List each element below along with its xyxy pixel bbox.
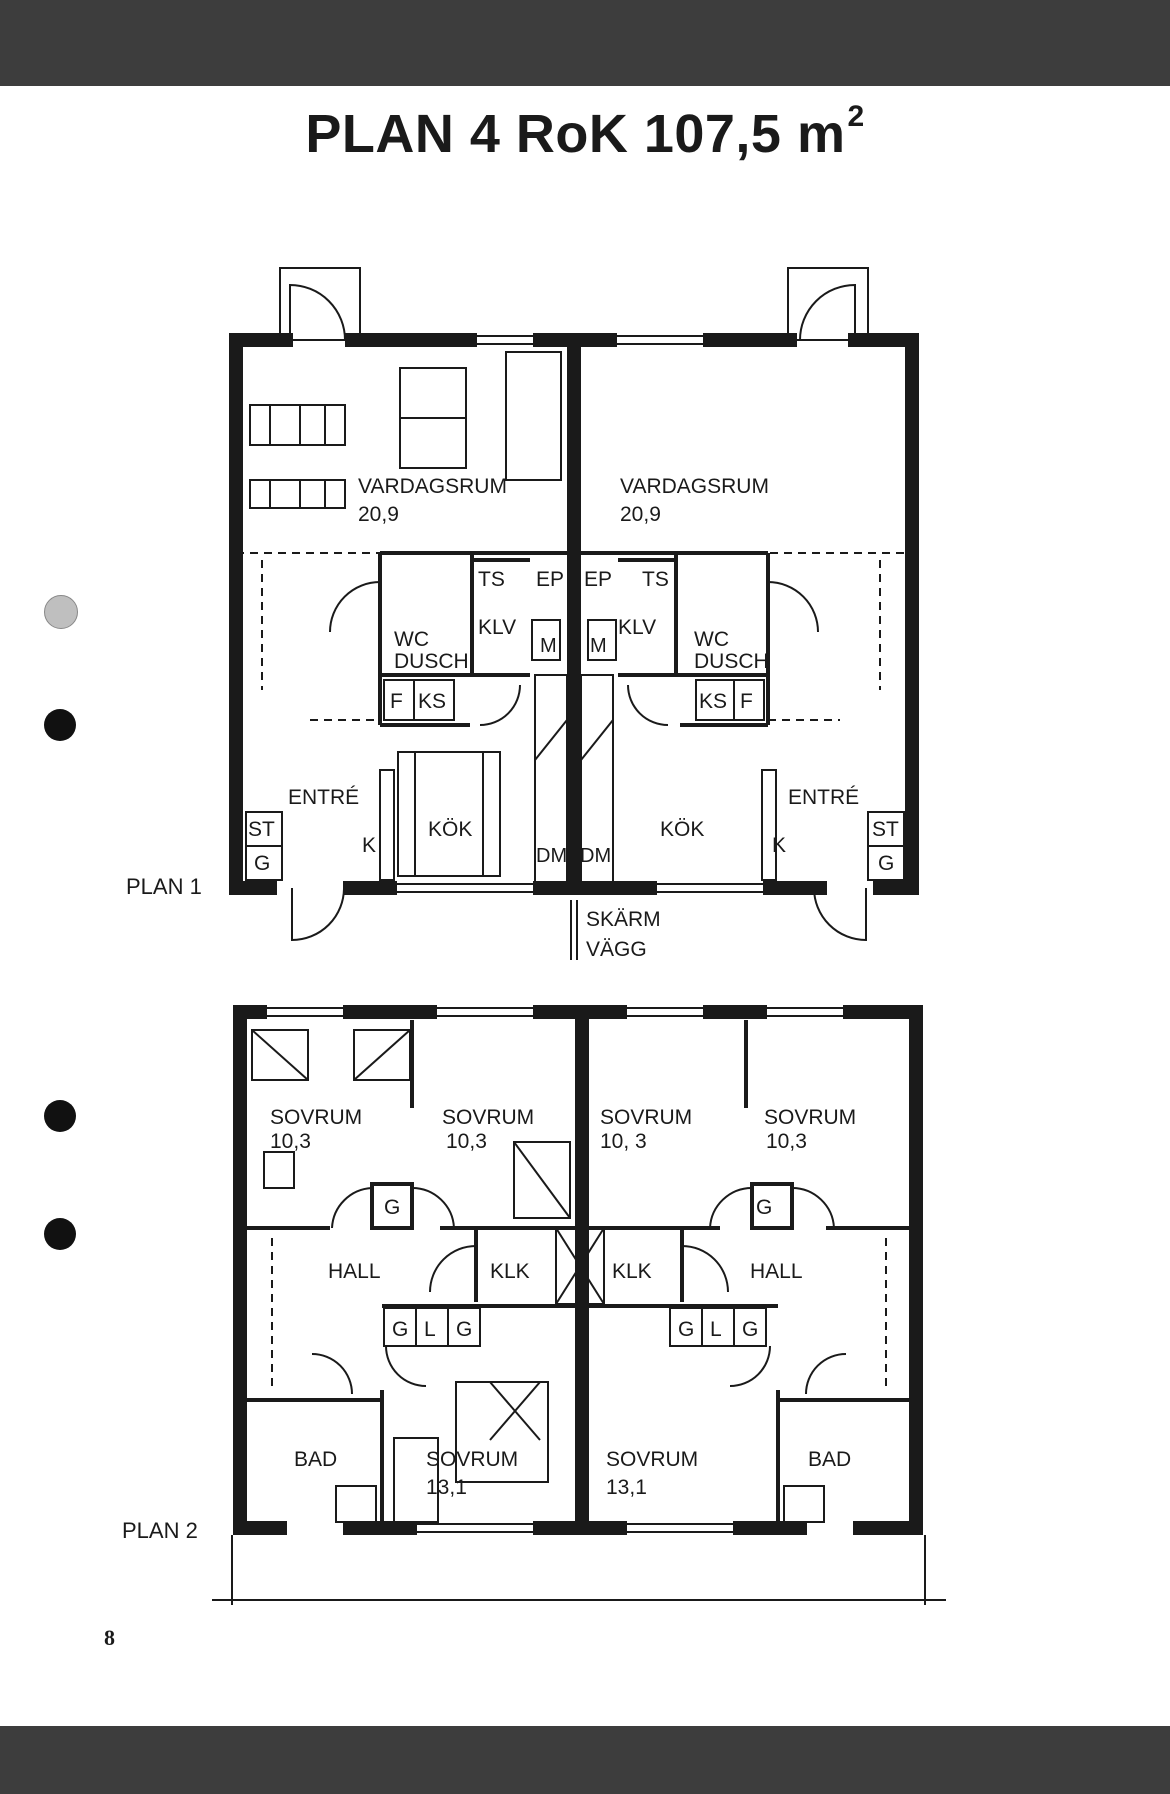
room-label: M xyxy=(540,635,557,657)
room-label: ST xyxy=(872,818,899,841)
room-label: KLK xyxy=(490,1260,530,1283)
room-label: WC xyxy=(694,628,729,651)
room-area: 13,1 xyxy=(606,1476,647,1499)
plan-1-interior xyxy=(236,351,912,884)
room-area: 13,1 xyxy=(426,1476,467,1499)
room-label: KLV xyxy=(478,616,516,639)
room-label: EP xyxy=(584,568,612,591)
room-label: G xyxy=(254,852,270,875)
room-area: 10, 3 xyxy=(600,1130,647,1153)
room-label: SOVRUM xyxy=(442,1106,534,1129)
room-label: KS xyxy=(418,690,446,713)
room-label: SOVRUM xyxy=(270,1106,362,1129)
room-area: 10,3 xyxy=(446,1130,487,1153)
room-label: HALL xyxy=(750,1260,803,1283)
room-label: K xyxy=(362,834,376,857)
plan-2-label: PLAN 2 xyxy=(122,1518,198,1543)
room-label: EP xyxy=(536,568,564,591)
plan-title: PLAN 4 RoK 107,5 m2 xyxy=(305,100,865,164)
binder-hole-grey xyxy=(44,595,78,629)
plan-2-labels: SOVRUM 10,3 SOVRUM 10,3 SOVRUM 10, 3 SOV… xyxy=(270,1106,856,1499)
room-label: VARDAGSRUM xyxy=(358,475,507,498)
page-number: 8 xyxy=(104,1625,115,1650)
plan-1-label: PLAN 1 xyxy=(126,874,202,899)
room-label: HALL xyxy=(328,1260,381,1283)
room-label: VÄGG xyxy=(586,938,647,961)
room-area: 20,9 xyxy=(620,503,661,526)
room-label: DM xyxy=(580,845,611,867)
room-label: SOVRUM xyxy=(606,1448,698,1471)
room-area: 10,3 xyxy=(270,1130,311,1153)
room-label: SOVRUM xyxy=(764,1106,856,1129)
room-label: KLK xyxy=(612,1260,652,1283)
plan-1-labels: VARDAGSRUM 20,9 VARDAGSRUM 20,9 TS EP EP… xyxy=(248,475,899,961)
room-label: TS xyxy=(478,568,505,591)
room-label: K xyxy=(772,834,786,857)
room-label: ST xyxy=(248,818,275,841)
bottom-bar xyxy=(0,1726,1170,1794)
room-label: SOVRUM xyxy=(426,1448,518,1471)
room-label: G xyxy=(878,852,894,875)
room-label: ENTRÉ xyxy=(288,786,359,809)
room-label: VARDAGSRUM xyxy=(620,475,769,498)
room-label: F xyxy=(390,690,403,713)
room-label: DUSCH xyxy=(394,650,469,673)
closet-label: G xyxy=(756,1196,772,1219)
closet-label: G xyxy=(392,1318,408,1341)
room-label: ENTRÉ xyxy=(788,786,859,809)
plan-1-walls xyxy=(229,267,919,960)
room-area: 10,3 xyxy=(766,1130,807,1153)
room-label: KLV xyxy=(618,616,656,639)
room-label: F xyxy=(740,690,753,713)
closet-label: L xyxy=(710,1318,722,1341)
binder-hole xyxy=(44,709,76,741)
room-label: BAD xyxy=(808,1448,851,1471)
room-label: M xyxy=(590,635,607,657)
binder-hole xyxy=(44,1100,76,1132)
plan-2-walls xyxy=(212,1005,946,1605)
room-label: DM xyxy=(536,845,567,867)
closet-label: G xyxy=(742,1318,758,1341)
room-label: KÖK xyxy=(428,818,472,841)
closet-label: G xyxy=(678,1318,694,1341)
room-label: KS xyxy=(699,690,727,713)
room-label: DUSCH xyxy=(694,650,769,673)
room-area: 20,9 xyxy=(358,503,399,526)
top-bar xyxy=(0,0,1170,86)
binder-hole xyxy=(44,1218,76,1250)
closet-label: G xyxy=(384,1196,400,1219)
plan-2-interior xyxy=(240,1020,916,1528)
room-label: SKÄRM xyxy=(586,908,661,931)
room-label: BAD xyxy=(294,1448,337,1471)
closet-label: G xyxy=(456,1318,472,1341)
room-label: WC xyxy=(394,628,429,651)
room-label: KÖK xyxy=(660,818,704,841)
room-label: SOVRUM xyxy=(600,1106,692,1129)
room-label: TS xyxy=(642,568,669,591)
closet-label: L xyxy=(424,1318,436,1341)
